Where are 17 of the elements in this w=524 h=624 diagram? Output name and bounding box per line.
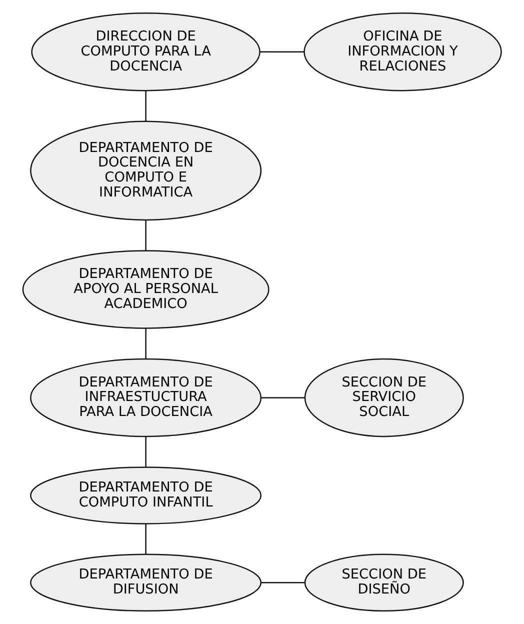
connector <box>260 51 304 52</box>
node-ellipse: DEPARTAMENTO DE APOYO AL PERSONAL ACADEMICO <box>22 250 270 329</box>
connector <box>145 328 146 360</box>
connector <box>261 397 305 398</box>
node-ellipse: DEPARTAMENTO DE DOCENCIA EN COMPUTO E INFORMATICA <box>30 120 262 221</box>
node-ellipse: OFICINA DE INFORMACION Y RELACIONES <box>304 12 502 92</box>
connector <box>145 90 146 122</box>
node-ellipse: DEPARTAMENTO DE COMPUTO INFANTIL <box>30 466 262 524</box>
node-ellipse: DEPARTAMENTO DE DIFUSION <box>30 554 262 612</box>
connector <box>261 582 305 584</box>
connector <box>145 436 146 468</box>
node-ellipse: DEPARTAMENTO DE INFRAESTUCTURA PARA LA DOCENCIA <box>30 358 262 438</box>
node-ellipse: DIRECCION DE COMPUTO PARA LA DOCENCIA <box>31 12 260 92</box>
connector <box>145 220 146 251</box>
connector <box>145 524 146 554</box>
node-ellipse: SECCION DE SERVICIO SOCIAL <box>304 358 464 438</box>
node-ellipse: SECCION DE DISEÑO <box>304 554 464 612</box>
